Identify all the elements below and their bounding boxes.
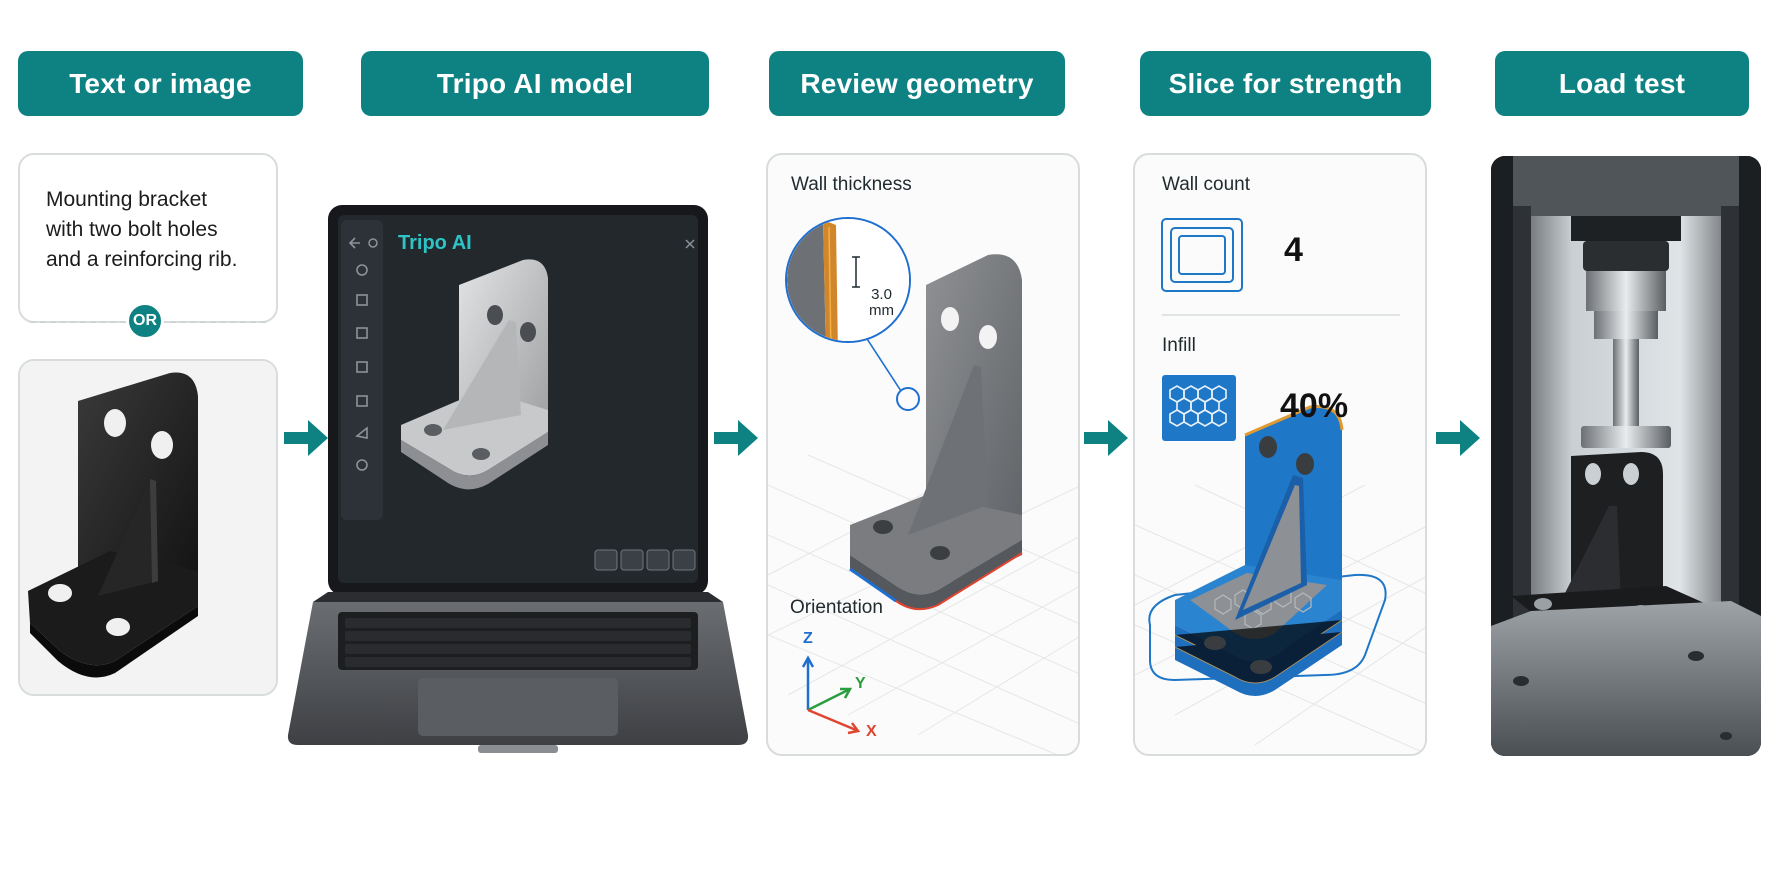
review-geometry-card	[766, 153, 1080, 756]
or-badge: OR	[126, 302, 164, 340]
load-test-photo-card	[1491, 156, 1761, 756]
arrow-right-icon	[714, 420, 758, 456]
black-bracket-photo	[20, 361, 276, 694]
prompt-text: Mounting bracket with two bolt holes and…	[46, 188, 238, 271]
text-prompt-card: Mounting bracket with two bolt holes and…	[18, 153, 278, 323]
stage-pill-review-geometry: Review geometry	[769, 51, 1065, 116]
orientation-label: Orientation	[790, 597, 883, 618]
infill-label: Infill	[1162, 335, 1196, 356]
stage-pill-tripo-ai-model: Tripo AI model	[361, 51, 709, 116]
stage-pill-load-test: Load test	[1495, 51, 1749, 116]
axis-x-label: X	[866, 723, 877, 740]
settings-divider	[1162, 314, 1400, 316]
slice-settings-card	[1133, 153, 1427, 756]
axis-y-label: Y	[855, 675, 866, 692]
sliced-bracket-illustration	[1135, 218, 1425, 754]
arrow-right-icon	[284, 420, 328, 456]
axis-z-label: Z	[803, 630, 813, 647]
stage-pill-text-or-image: Text or image	[18, 51, 303, 116]
arrow-right-icon	[1436, 420, 1480, 456]
stage-pill-slice-for-strength: Slice for strength	[1140, 51, 1431, 116]
laptop-illustration	[287, 205, 749, 753]
app-title: Tripo AI	[398, 232, 472, 254]
wall-thickness-label: Wall thickness	[791, 174, 912, 195]
wall-thickness-value: 3.0 mm	[869, 286, 894, 319]
wall-count-value: 4	[1284, 231, 1303, 269]
wall-count-label: Wall count	[1162, 174, 1250, 195]
load-test-rig-photo	[1491, 156, 1761, 756]
arrow-right-icon	[1084, 420, 1128, 456]
geometry-review-illustration	[768, 217, 1078, 754]
reference-image-card	[18, 359, 278, 696]
infill-value: 40%	[1280, 387, 1349, 425]
